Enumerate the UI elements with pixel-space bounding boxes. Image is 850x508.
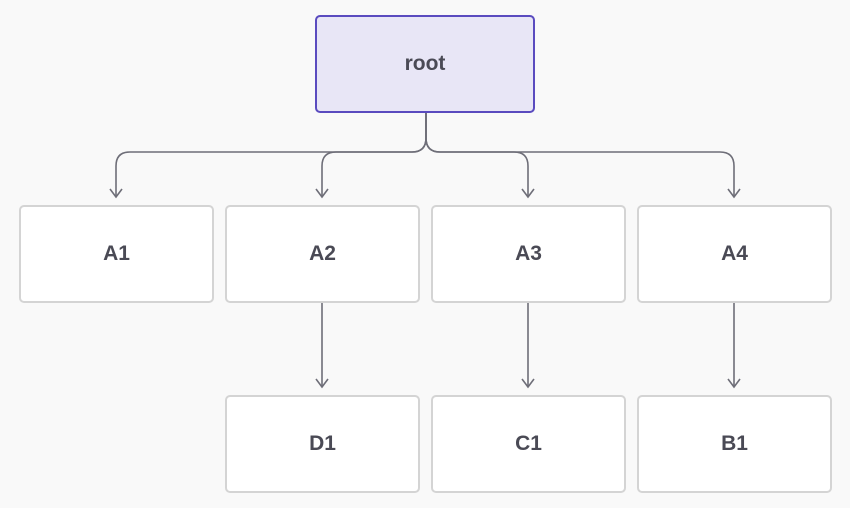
arrow-d1 xyxy=(315,378,329,389)
arrow-a4 xyxy=(727,188,741,199)
arrow-c1 xyxy=(521,378,535,389)
node-c1[interactable]: C1 xyxy=(431,395,626,493)
node-a4[interactable]: A4 xyxy=(637,205,832,303)
edge-root-a2 xyxy=(321,113,427,196)
arrow-a1 xyxy=(109,188,123,199)
node-root[interactable]: root xyxy=(315,15,535,113)
arrow-a3 xyxy=(521,188,535,199)
arrow-b1 xyxy=(727,378,741,389)
edge-root-a3 xyxy=(425,113,529,196)
node-b1[interactable]: B1 xyxy=(637,395,832,493)
node-a1[interactable]: A1 xyxy=(19,205,214,303)
edge-root-a4 xyxy=(425,113,735,196)
node-d1[interactable]: D1 xyxy=(225,395,420,493)
edge-root-a1 xyxy=(115,113,427,196)
node-a2[interactable]: A2 xyxy=(225,205,420,303)
arrow-a2 xyxy=(315,188,329,199)
node-a3[interactable]: A3 xyxy=(431,205,626,303)
